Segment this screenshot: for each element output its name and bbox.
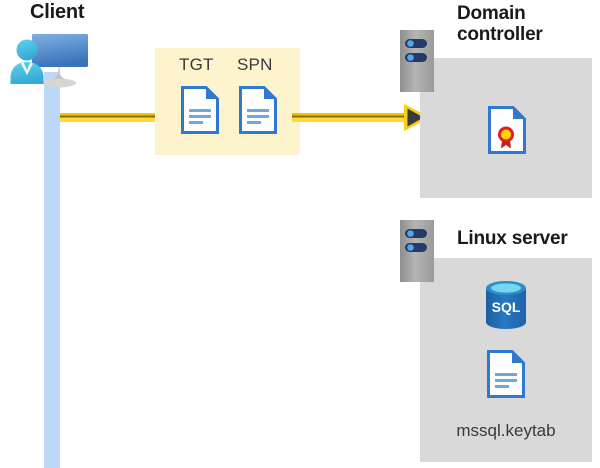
linux-server-label: Linux server <box>457 228 568 249</box>
spn-document-icon <box>239 86 277 139</box>
domain-controller-label-line1: Domain <box>457 3 526 24</box>
domain-controller-label-line2: controller <box>457 24 543 46</box>
client-label: Client <box>30 1 85 23</box>
keytab-filename-label: mssql.keytab <box>456 421 556 440</box>
certificate-document-icon <box>488 106 526 159</box>
client-lifeline <box>44 72 60 468</box>
domain-controller-label: Domain controller <box>457 3 597 46</box>
sql-database-icon: SQL <box>484 280 528 335</box>
arrow-line-left <box>60 113 163 122</box>
tgt-label: TGT <box>179 55 214 74</box>
arrow-right-icon <box>404 104 430 131</box>
spn-label: SPN <box>237 55 273 74</box>
user-at-monitor-icon <box>8 28 94 90</box>
arrow-line-right <box>292 113 412 122</box>
svg-text:SQL: SQL <box>492 299 521 315</box>
tgt-document-icon <box>181 86 219 139</box>
keytab-document-icon <box>487 350 525 403</box>
domain-controller-server-icon <box>400 30 434 92</box>
message-box <box>155 48 300 155</box>
linux-server-icon <box>400 220 434 282</box>
